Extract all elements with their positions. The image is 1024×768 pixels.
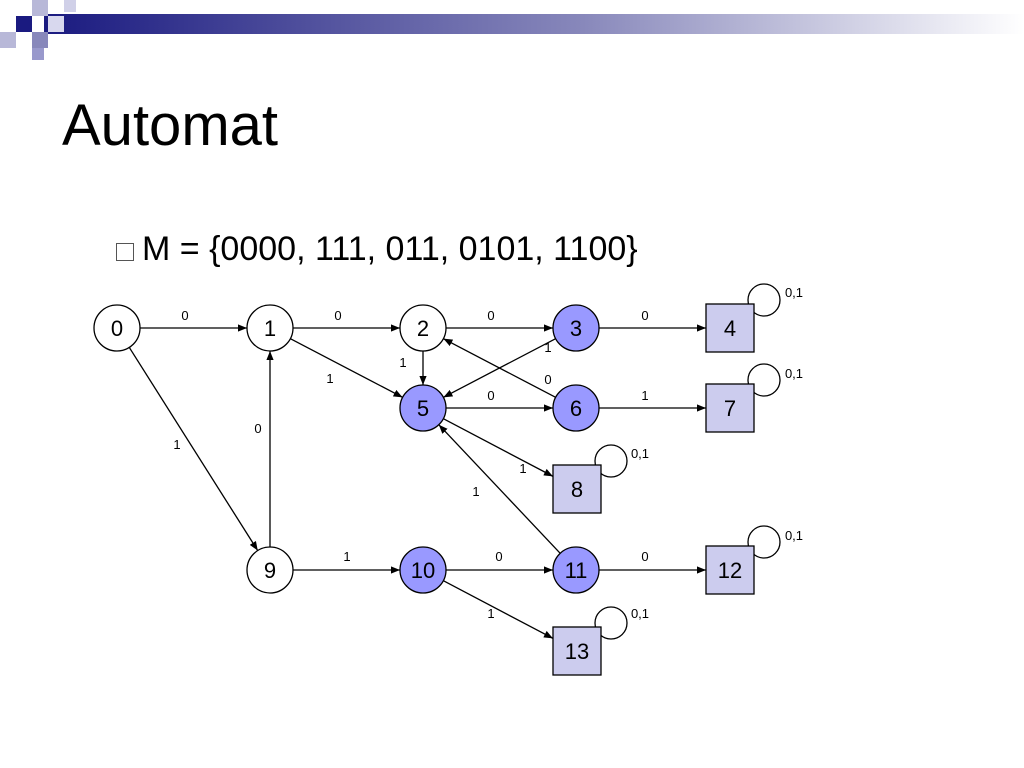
state-node-2: [399, 304, 447, 352]
state-label: 8: [571, 477, 583, 502]
edge-0-9: [128, 347, 259, 551]
edge-label: 0: [181, 308, 188, 323]
state-node-4: [705, 303, 755, 353]
edge-label: 1: [326, 371, 333, 386]
state-label: 6: [570, 396, 582, 421]
state-label: 1: [264, 316, 276, 341]
edge-6-2: [443, 338, 556, 398]
self-loop-7: [747, 363, 781, 397]
edge-label: 0: [254, 421, 261, 436]
state-node-6: [552, 384, 600, 432]
banner-square: [32, 0, 48, 16]
edge-label: 0: [334, 308, 341, 323]
state-label: 3: [570, 316, 582, 341]
self-loop-8: [594, 444, 628, 478]
edge-label: 0: [495, 549, 502, 564]
edge-label: 1: [173, 437, 180, 452]
banner-square: [32, 32, 48, 48]
loop-label: 0,1: [785, 285, 803, 300]
edge-label: 0: [641, 308, 648, 323]
state-node-0: [93, 304, 141, 352]
state-node-11: [552, 546, 600, 594]
loop-label: 0,1: [785, 366, 803, 381]
banner-square: [64, 0, 76, 12]
self-loop-13: [594, 606, 628, 640]
banner-square: [32, 48, 44, 60]
edge-label: 1: [544, 340, 551, 355]
banner-bar: [44, 14, 1024, 34]
edge-5-8: [443, 418, 554, 477]
self-loop-12: [747, 525, 781, 559]
banner-square: [0, 0, 16, 16]
banner-square: [16, 16, 32, 32]
edge-label: 1: [343, 549, 350, 564]
slide-title: Automat: [62, 93, 278, 158]
state-node-8: [552, 464, 602, 514]
state-node-7: [705, 383, 755, 433]
banner-square: [48, 16, 64, 32]
state-label: 5: [417, 396, 429, 421]
state-label: 7: [724, 396, 736, 421]
state-label: 10: [411, 558, 435, 583]
state-label: 12: [718, 558, 742, 583]
state-label: 11: [565, 558, 588, 583]
edge-label: 0: [487, 308, 494, 323]
bullet-item: M = {0000, 111, 011, 0101, 1100}: [116, 230, 638, 269]
state-node-13: [552, 626, 602, 676]
edge-label: 1: [487, 606, 494, 621]
state-node-12: [705, 545, 755, 595]
state-node-1: [246, 304, 294, 352]
state-label: 0: [111, 316, 123, 341]
edge-1-5: [290, 338, 403, 398]
state-label: 2: [417, 316, 429, 341]
state-label: 9: [264, 558, 276, 583]
loop-label: 0,1: [785, 528, 803, 543]
edge-label: 1: [399, 355, 406, 370]
loop-label: 0,1: [631, 446, 649, 461]
edge-10-13: [443, 580, 554, 639]
edge-label: 1: [519, 461, 526, 476]
state-node-10: [399, 546, 447, 594]
state-node-3: [552, 304, 600, 352]
edge-label: 1: [641, 388, 648, 403]
bullet-text: M = {0000, 111, 011, 0101, 1100}: [142, 230, 638, 268]
banner-square: [0, 32, 16, 48]
corner-banner: [0, 0, 1024, 60]
self-loop-4: [747, 283, 781, 317]
state-label: 13: [565, 639, 589, 664]
edge-label: 0: [641, 549, 648, 564]
edge-label: 0: [487, 388, 494, 403]
bullet-square-icon: [116, 242, 134, 261]
state-label: 4: [724, 316, 736, 341]
state-node-5: [399, 384, 447, 432]
edge-11-5: [438, 424, 561, 554]
state-node-9: [246, 546, 294, 594]
edge-label: 0: [544, 372, 551, 387]
loop-label: 0,1: [631, 606, 649, 621]
edge-label: 1: [472, 484, 479, 499]
